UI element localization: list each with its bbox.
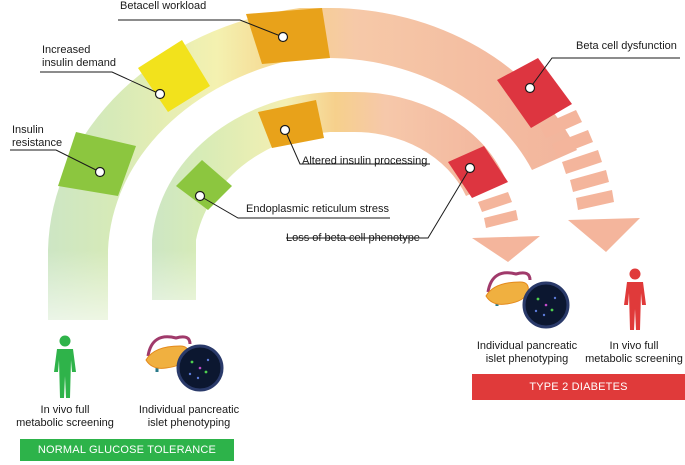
insulin-resistance-segment bbox=[58, 132, 136, 196]
left-islet-caption-line1: Individual pancreatic bbox=[138, 404, 240, 416]
insulin-resistance-label-line1: Insulin bbox=[12, 124, 44, 136]
callout-dots bbox=[94, 31, 536, 202]
type-2-diabetes-bar: TYPE 2 DIABETES bbox=[472, 374, 685, 400]
inner-arrow bbox=[472, 192, 540, 262]
beta-cell-dysfunction-label: Beta cell dysfunction bbox=[576, 40, 677, 52]
left-islet-caption-line2: islet phenotyping bbox=[147, 417, 231, 429]
human-figure-icon bbox=[624, 268, 646, 330]
er-stress-label: Endoplasmic reticulum stress bbox=[246, 203, 390, 215]
left-in-vivo-caption-line1: In vivo full bbox=[40, 404, 90, 416]
pancreas-islet-icon bbox=[485, 271, 570, 329]
right-in-vivo-caption-line1: In vivo full bbox=[609, 340, 659, 352]
pancreas-islet-icon bbox=[145, 335, 224, 392]
right-islet-caption-line1: Individual pancreatic bbox=[476, 340, 578, 352]
normal-glucose-tolerance-bar: NORMAL GLUCOSE TOLERANCE bbox=[20, 439, 234, 461]
inner-progression-arc bbox=[152, 91, 505, 300]
callout-lines bbox=[10, 19, 680, 239]
altered-insulin-processing-label: Altered insulin processing bbox=[302, 155, 428, 167]
right-islet-caption-line2: islet phenotyping bbox=[485, 353, 569, 365]
increased-insulin-demand-label-line1: Increased bbox=[42, 44, 91, 56]
left-in-vivo-caption-line2: metabolic screening bbox=[16, 417, 114, 429]
er-stress-segment bbox=[176, 160, 232, 210]
insulin-processing-segment bbox=[258, 100, 324, 148]
human-figure-icon bbox=[54, 335, 76, 398]
right-in-vivo-caption-line2: metabolic screening bbox=[585, 353, 683, 365]
loss-of-beta-cell-phenotype-label: Loss of beta cell phenotype bbox=[286, 232, 420, 244]
outer-arrow bbox=[540, 110, 640, 252]
beta-dysfunction-segment bbox=[497, 58, 572, 128]
insulin-resistance-label-line2: resistance bbox=[12, 137, 63, 149]
betacell-workload-label: Betacell workload bbox=[120, 0, 207, 12]
increased-insulin-demand-label-line2: insulin demand bbox=[42, 57, 116, 69]
phenotype-loss-segment bbox=[448, 146, 508, 198]
